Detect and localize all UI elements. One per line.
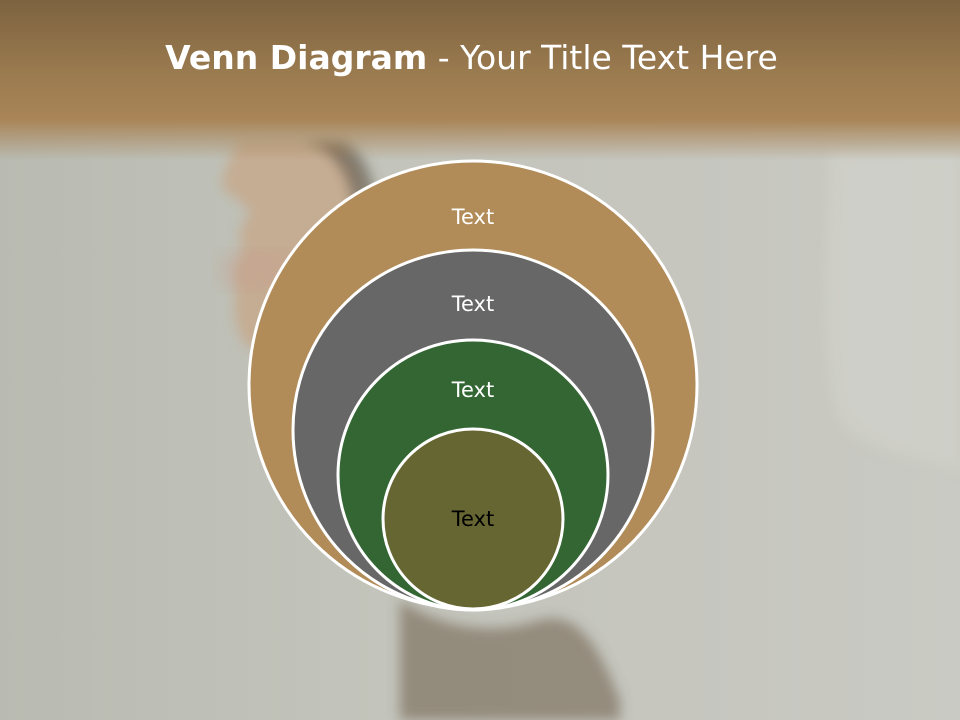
header-band [0, 0, 960, 160]
right-shadow [825, 150, 960, 470]
title-bold: Venn Diagram [165, 38, 428, 77]
third-circle-label: Text [451, 378, 494, 402]
title-rest: - Your Title Text Here [427, 38, 778, 77]
bottom-shadow [400, 600, 620, 720]
slide-title: Venn Diagram - Your Title Text Here [0, 38, 943, 77]
inner-circle-label: Text [451, 507, 494, 531]
second-circle-label: Text [451, 292, 494, 316]
outer-circle-label: Text [451, 205, 494, 229]
inner-circle [381, 427, 565, 611]
